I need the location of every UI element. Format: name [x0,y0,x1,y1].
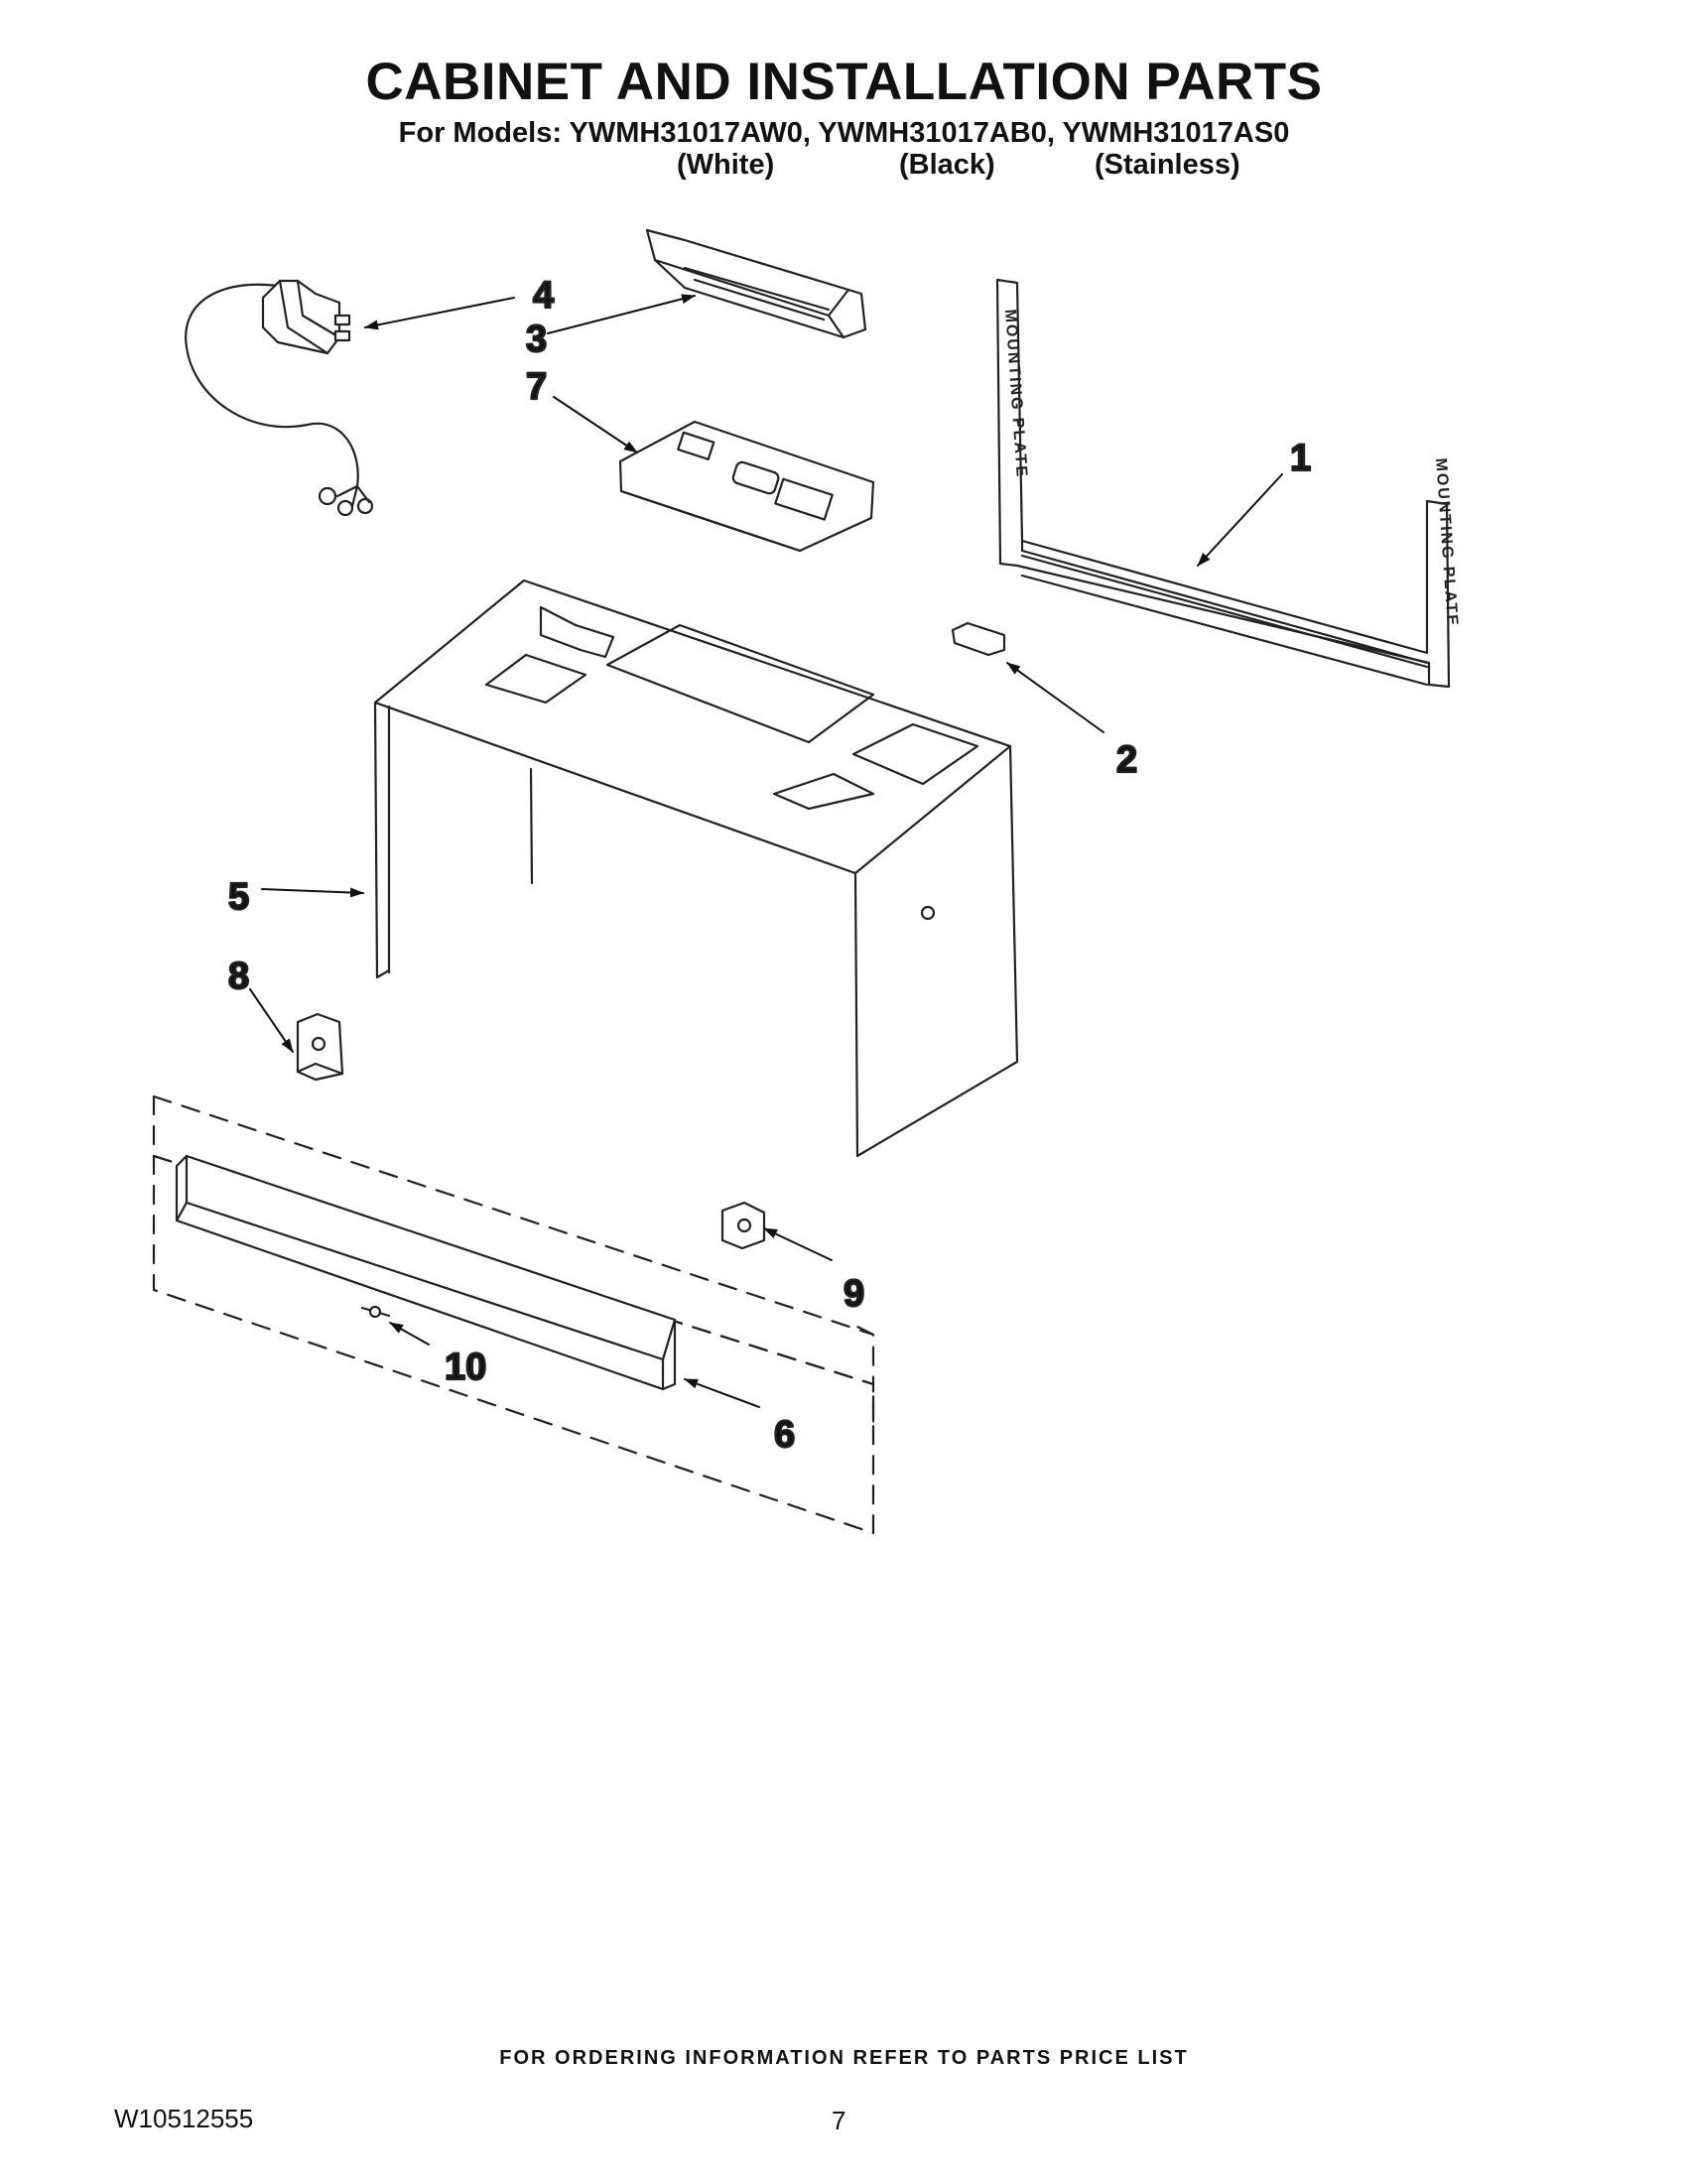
screw-part [360,1305,391,1319]
callout-9: 9 [844,1273,864,1315]
page-number: 7 [832,2106,846,2135]
callout-2: 2 [1116,739,1137,781]
clip-part [951,621,1006,657]
variant-black: (Black) [899,149,995,181]
callout-1: 1 [1290,438,1311,479]
document-number: W10512555 [114,2104,254,2133]
callout-7: 7 [526,366,547,408]
leader-arrows [249,294,1283,1408]
callout-5: 5 [228,876,249,918]
callout-4: 4 [533,275,554,317]
mounting-plate-part: MOUNTING PLATE MOUNTING PLATE [995,278,1461,689]
variant-white: (White) [677,149,775,181]
variant-stainless: (Stainless) [1095,149,1240,181]
bracket-8-part [296,1012,344,1082]
callout-8: 8 [228,956,249,997]
callout-10: 10 [445,1347,486,1388]
trim-strip-part [152,1094,875,1535]
ordering-note: FOR ORDERING INFORMATION REFER TO PARTS … [499,2047,1189,2069]
callout-3: 3 [526,319,547,360]
bracket-plate-part [618,420,875,553]
callout-6: 6 [774,1414,795,1456]
models-line: For Models: YWMH31017AW0, YWMH31017AB0, … [398,117,1290,149]
damper-part [645,228,867,339]
power-cord-part [185,279,374,517]
cabinet-part [373,578,1019,1158]
page-title: CABINET AND INSTALLATION PARTS [365,53,1323,111]
bracket-9-part [720,1201,766,1250]
